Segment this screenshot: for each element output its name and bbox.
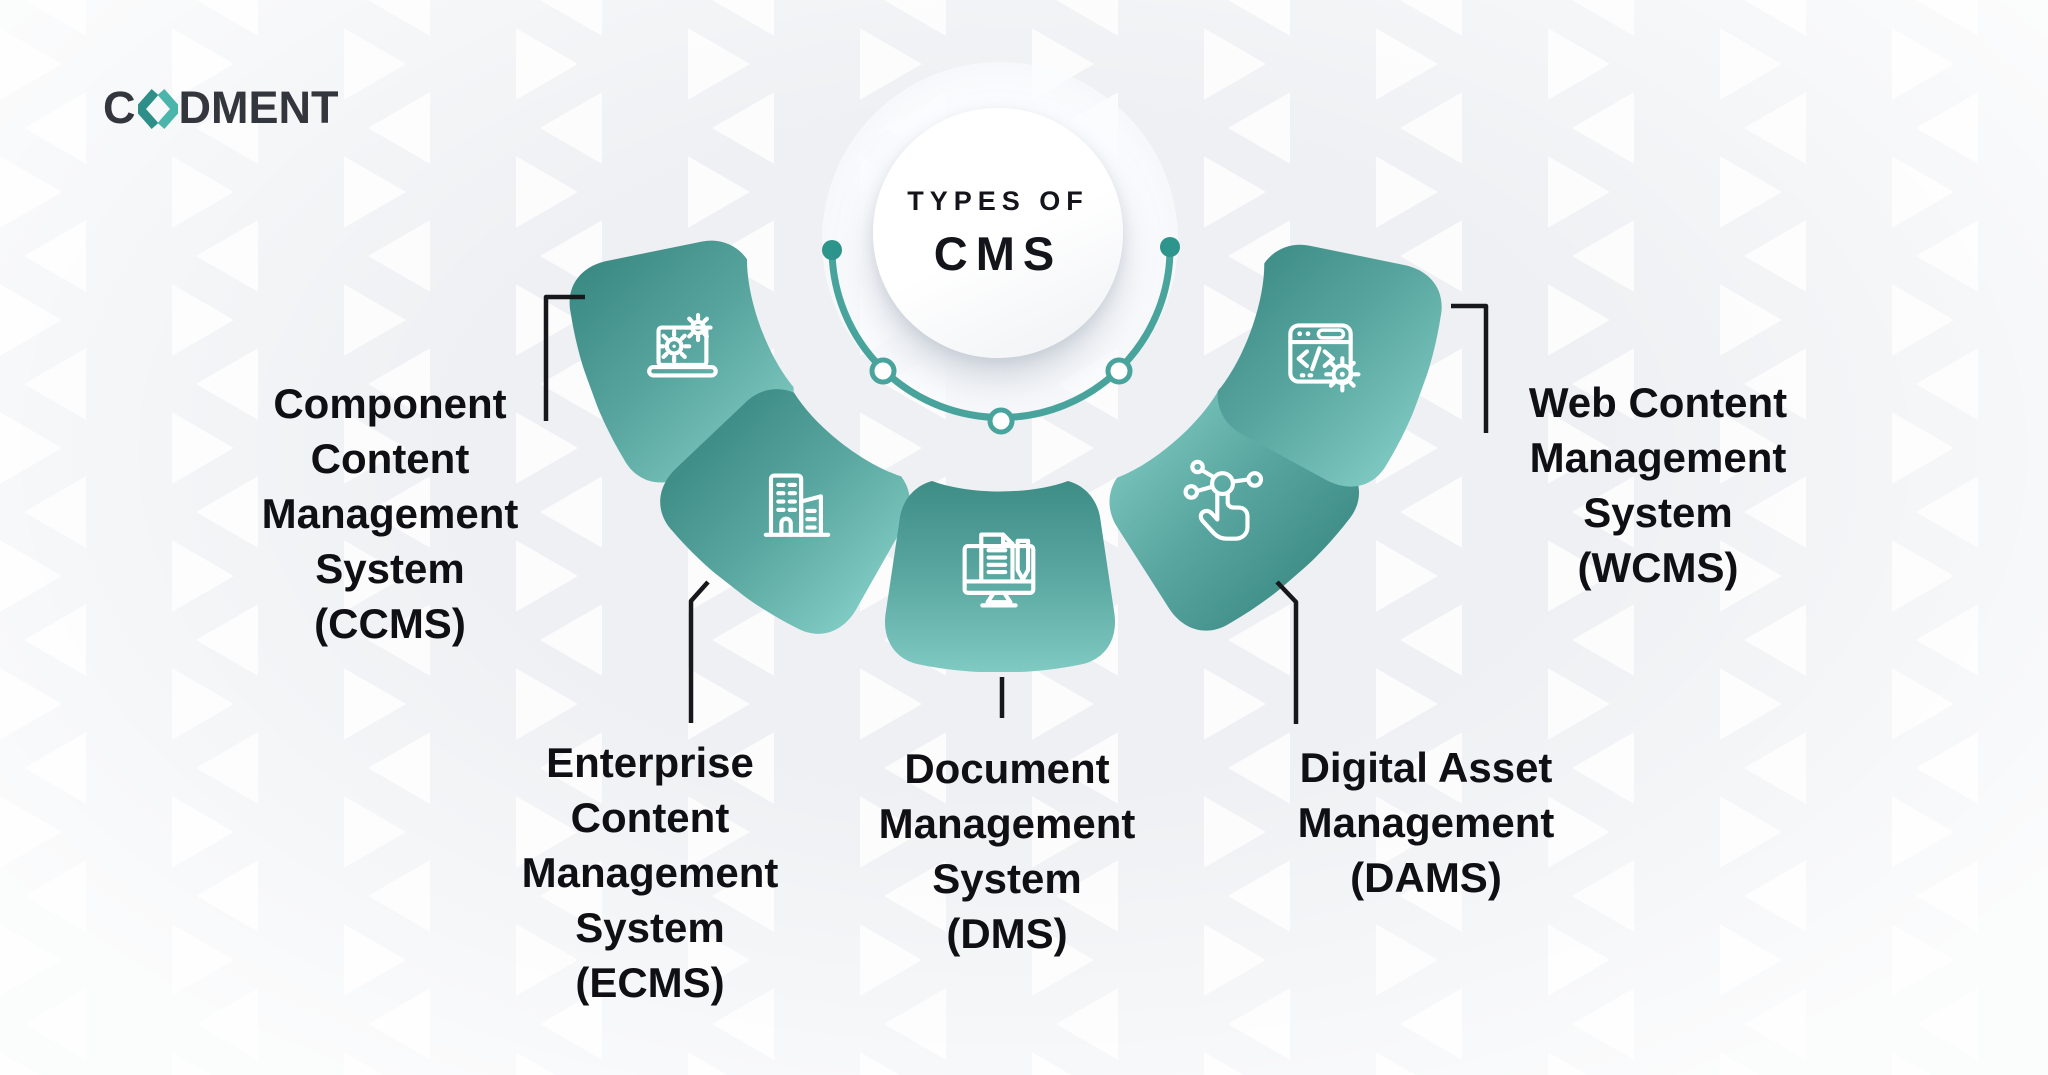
wedge-shape [1217,244,1442,487]
segment-label-dms: Document Management System (DMS) [878,745,1136,957]
wedge-shape [885,481,1115,672]
segment-wedge-ecms [635,350,950,659]
monitor-document-pen-icon [962,532,1036,607]
center-title-line2: CMS [933,226,1063,280]
segment-label-ecms: Enterprise Content Management System (EC… [521,739,779,1006]
browser-code-gear-icon [1287,323,1361,393]
share-tap-hand-icon [1183,459,1263,541]
segment-wedge-wcms [1187,210,1462,506]
segment-label-ccms: Component Content Management System (CCM… [261,380,519,647]
wedge-shape [660,389,910,634]
office-buildings-icon [764,473,831,537]
segment-label-dams: Digital Asset Management (DAMS) [1297,744,1555,901]
logo: C DMENT [103,82,339,133]
center-circle: TYPES OF CMS [873,108,1123,358]
logo-text-left: C [103,82,136,133]
code-brackets-icon [137,89,178,129]
center-title-line1: TYPES OF [907,185,1089,216]
segment-label-wcms: Web Content Management System (WCMS) [1528,379,1788,591]
logo-text-right: DMENT [178,82,339,133]
segment-wedge-dms [880,467,1120,672]
laptop-gears-icon [647,312,719,378]
